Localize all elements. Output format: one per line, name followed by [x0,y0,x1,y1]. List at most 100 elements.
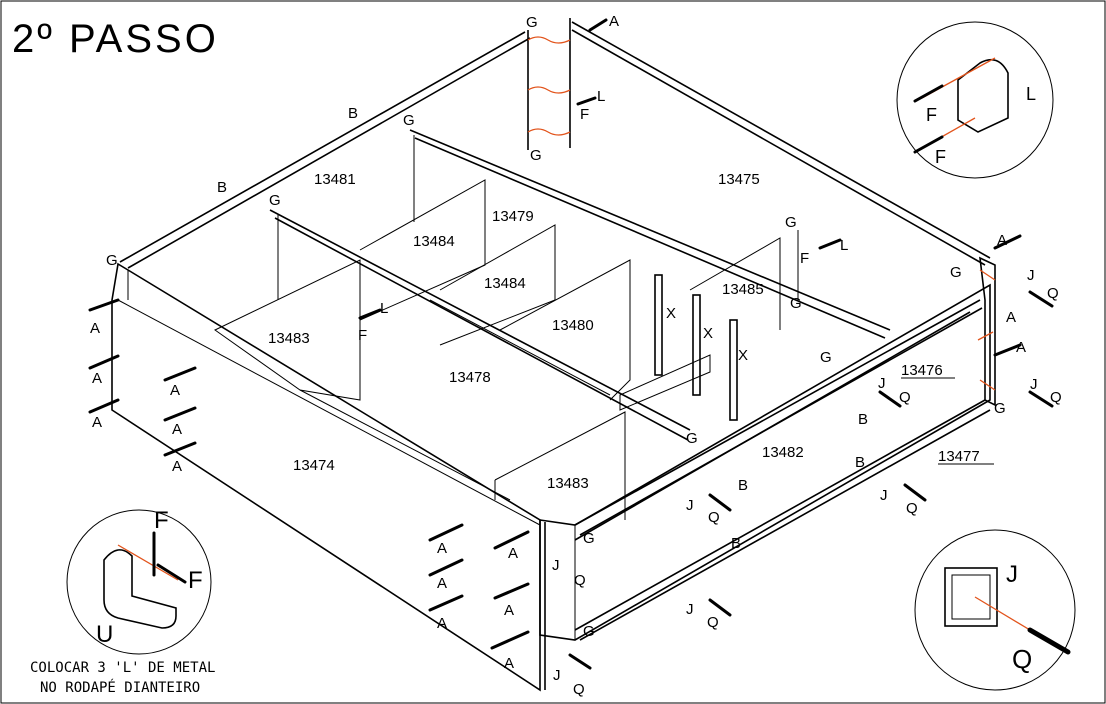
back-post-joints [527,36,571,136]
label-f: F [358,327,367,344]
label-j: J [878,375,886,392]
left-side-top-edge [117,299,541,526]
pin-a-8 [428,558,464,577]
part-13481: 13481 [314,171,356,188]
note-line-2: NO RODAPÉ DIANTEIRO [40,679,200,696]
back-right-inner-edge [571,29,986,266]
label-q: Q [906,500,918,517]
label-g: G [820,349,832,366]
label-b: B [855,454,865,471]
detail-bracket-l: F F L [896,21,1054,179]
kickboard-top [574,399,986,631]
pin-a-top [588,18,608,32]
front-bottom-panel [539,283,991,641]
bracket-screw-2 [913,135,944,154]
bracket-label-f1: F [926,105,937,125]
label-g: G [530,147,542,164]
label-a: A [437,615,447,632]
label-b: B [858,411,868,428]
part-labels: 13481 13475 13479 13484 13484 13485 1348… [268,171,994,492]
part-13484-lower: 13484 [484,275,526,292]
label-a: A [1006,309,1016,326]
label-j: J [553,667,561,684]
label-g: G [403,112,415,129]
label-a: A [504,655,514,672]
back-left-top-edge [119,31,526,263]
label-a: A [437,540,447,557]
metal-screw-horizontal [156,563,187,584]
part-13482: 13482 [762,444,804,461]
label-b: B [348,105,358,122]
metal-screw-line [117,544,179,581]
label-g: G [583,623,595,640]
label-g: G [269,192,281,209]
pin-a-11 [493,582,530,600]
label-g: G [526,14,538,31]
pin-a-14 [993,343,1022,357]
pin-a-10 [493,530,530,550]
label-q: Q [899,389,911,406]
part-13479: 13479 [492,208,534,225]
right-side-joints [977,269,996,391]
label-a: A [90,320,100,337]
label-f: F [580,106,589,123]
label-j: J [880,487,888,504]
front-top-rail [574,299,981,526]
label-b: B [738,477,748,494]
metal-label-u: U [96,621,113,648]
label-b: B [731,535,741,552]
floor-line-2 [429,299,611,396]
detail-circle-bracket [896,21,1054,179]
rail-x-1 [654,274,663,376]
pin-a-7 [428,523,464,542]
detail-circle-jq [914,529,1076,691]
connector-screw-q [1027,627,1071,655]
label-x: X [666,305,676,322]
floor-line-1 [299,389,511,501]
part-13475: 13475 [718,171,760,188]
bracket-l-shape [957,58,1009,133]
label-q: Q [573,681,585,698]
compartment-13484-top [359,179,486,321]
bracket-label-f2: F [935,147,946,167]
label-g: G [950,264,962,281]
label-x: X [703,325,713,342]
compartment-13485 [689,237,781,330]
part-13478: 13478 [449,369,491,386]
compartment-13483-front [494,411,626,520]
label-g: G [106,252,118,269]
pin-a-1 [88,298,120,312]
label-l: L [380,300,388,317]
left-side-panel [111,262,541,692]
upper-spine-inner [414,137,886,339]
label-a: A [508,545,518,562]
label-q: Q [707,614,719,631]
pin-q-4 [708,493,732,512]
label-g: G [994,400,1006,417]
back-right-top-edge [571,21,991,259]
pin-q-5 [903,483,927,502]
label-a: A [609,13,619,30]
pin-a-5 [163,406,197,422]
pin-a-4 [163,366,197,382]
pin-a-6 [163,441,197,457]
metal-label-f1: F [154,507,169,534]
connector-j-block [944,567,998,627]
label-j: J [686,497,694,514]
label-j: J [552,557,560,574]
pin-l-2 [358,308,382,320]
label-j: J [1027,267,1035,284]
label-q: Q [574,572,586,589]
pin-q-7 [568,653,592,670]
connector-label-j: J [1006,561,1018,588]
pin-q-3 [878,390,902,408]
center-spine [269,209,691,431]
label-a: A [437,575,447,592]
part-13483-left: 13483 [268,330,310,347]
pin-q-1 [1028,290,1054,308]
upper-spine [409,129,891,331]
connector-label-q: Q [1012,644,1032,674]
label-j: J [1030,376,1038,393]
